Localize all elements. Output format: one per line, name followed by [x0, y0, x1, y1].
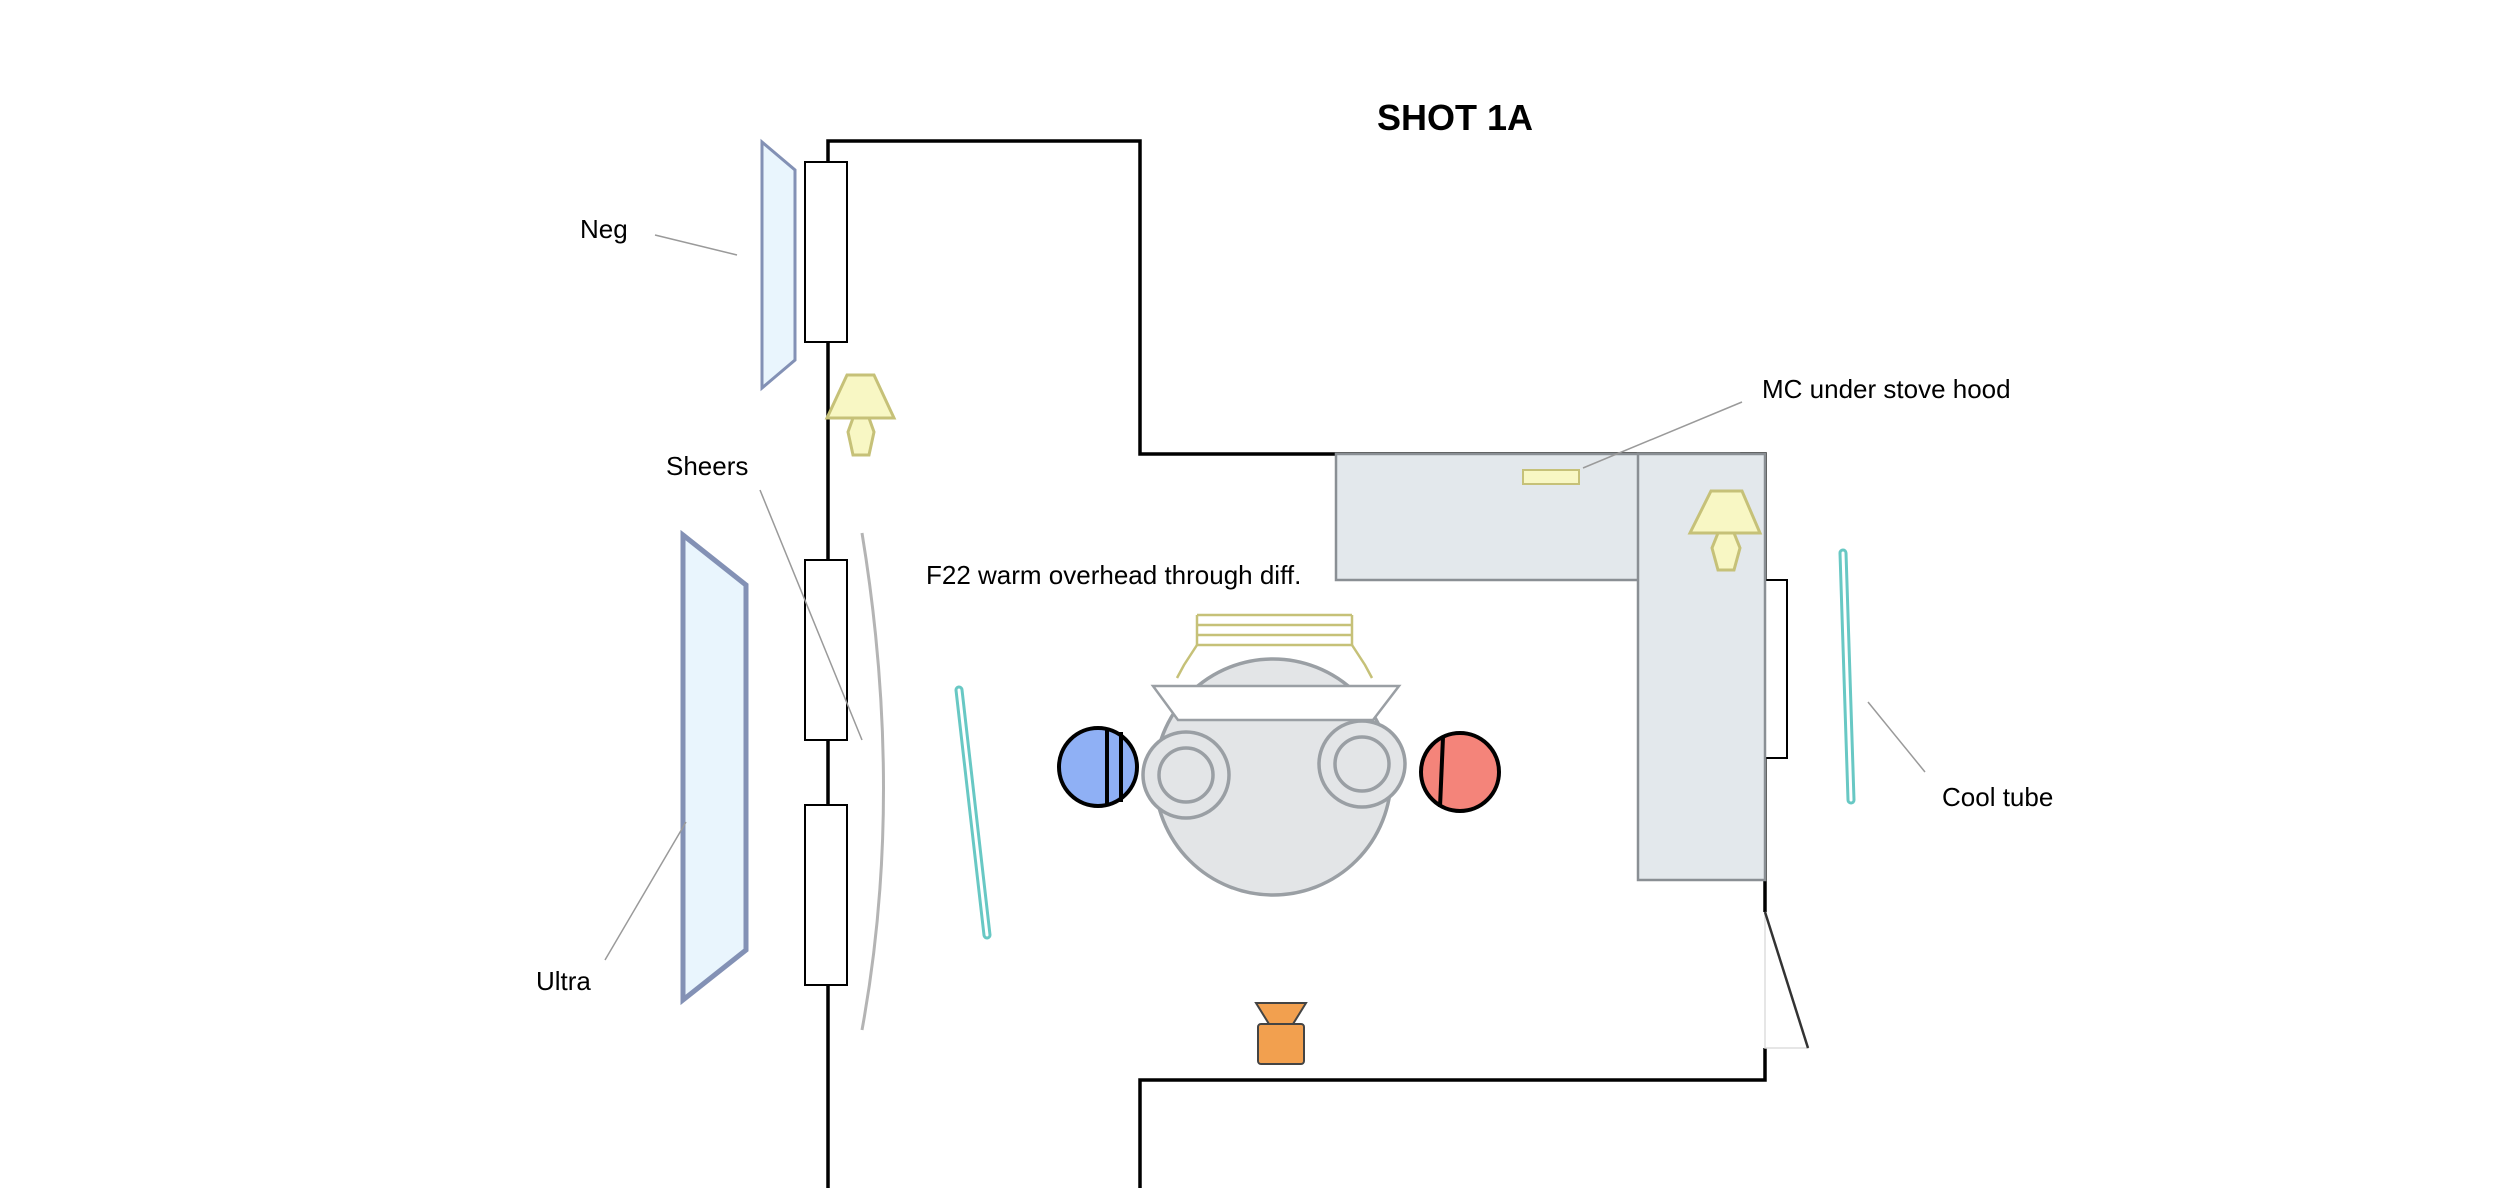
ultra-bounce-flag [680, 529, 749, 1006]
window-bottom [804, 804, 848, 986]
chair-left [1141, 730, 1231, 820]
chair-right-seat [1333, 735, 1391, 793]
practical-lamp [824, 373, 897, 457]
leader-lines [604, 234, 1926, 961]
actor-red [1419, 731, 1501, 813]
chair-right [1317, 719, 1407, 809]
f22-overhead-light [1150, 613, 1402, 722]
actor-blue [1057, 726, 1139, 808]
camera-icon [1254, 1002, 1308, 1065]
wall-lower [1138, 1048, 1767, 1188]
practical-lamp [1687, 489, 1763, 572]
chair-left-seat [1157, 746, 1215, 804]
cool-tube-light [957, 688, 989, 937]
label-neg: Neg [580, 214, 628, 244]
window-top [804, 161, 848, 343]
shot-title: SHOT 1A [1377, 97, 1533, 138]
label-cool-tube: Cool tube [1942, 782, 2053, 812]
label-sheers: Sheers [666, 451, 748, 481]
negative-fill-flag [760, 138, 797, 392]
door [1763, 911, 1810, 1049]
cool-tube-light [1841, 551, 1853, 802]
label-mc: MC under stove hood [1762, 374, 2011, 404]
mc-light [1522, 469, 1580, 485]
label-ultra: Ultra [536, 966, 591, 996]
sheers-curtain [860, 532, 885, 1031]
label-f22: F22 warm overhead through diff. [926, 560, 1301, 590]
window-right [1764, 579, 1788, 759]
